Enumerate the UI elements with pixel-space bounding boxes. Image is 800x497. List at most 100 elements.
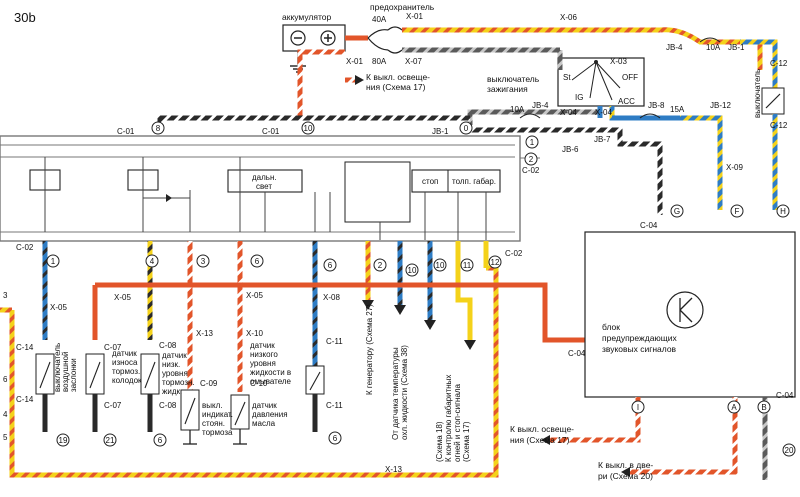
buzzer-label-2: предупреждающих	[602, 333, 678, 343]
pin-8: 8	[156, 124, 161, 133]
ign-off: OFF	[622, 73, 638, 82]
c02-label-2: C-02	[16, 243, 34, 252]
sensor-label-air-damper: выключатель воздушной заслонки	[53, 343, 78, 392]
jb4-label: JB-4	[666, 43, 683, 52]
fuse-80a-label: 80A	[372, 57, 387, 66]
x07-label: X-07	[405, 57, 422, 66]
sensor-label-parking-brake: выкл. индикат. стоян. тормоза	[202, 401, 233, 437]
svg-text:выключатель: выключатель	[53, 343, 62, 392]
c04-label-3: C-04	[776, 391, 794, 400]
temp-sensor-label-1: От датчика температуры	[391, 347, 400, 440]
ground-20: 20	[785, 446, 794, 455]
x06-label: X-06	[560, 13, 577, 22]
x05-label: X-05	[50, 303, 67, 312]
buzzer-out2-1: К выкл. в две-	[598, 460, 653, 470]
sensor-label-oil-pressure: датчик давления масла	[252, 401, 288, 428]
conn-2: 2	[378, 261, 383, 270]
svg-text:датчик: датчик	[162, 351, 187, 360]
light-switch-ref-1: К выкл. освеще-	[366, 72, 430, 82]
c02-label-3: C-02	[505, 249, 523, 258]
c14-label: C-14	[16, 343, 34, 352]
conn-4: 4	[150, 257, 155, 266]
jb1-label-2: JB-1	[432, 127, 449, 136]
high-beam-label-1: дальн.	[252, 173, 277, 182]
svg-text:заслонки: заслонки	[69, 358, 78, 392]
fuse-40a-label: 40A	[372, 15, 387, 24]
x04-label: X-04	[595, 108, 612, 117]
parking-ref-4: (Схема 17)	[462, 421, 471, 462]
pin-a: A	[731, 403, 737, 412]
c04-label: C-04	[640, 221, 658, 230]
jb8-label: JB-8	[648, 101, 665, 110]
buzzer-out1-1: К выкл. освеще-	[510, 424, 574, 434]
conn-10a: 10	[408, 266, 417, 275]
ground-6a: 6	[158, 436, 163, 445]
parking-ref-1: (Схема 18)	[435, 421, 444, 462]
pin-g: G	[674, 207, 680, 216]
c11-label: C-11	[326, 337, 343, 346]
svg-text:индикат.: индикат.	[202, 410, 233, 419]
stop-lamp-indicator	[411, 169, 501, 193]
fuse-title: предохранитель	[370, 2, 435, 12]
c07-label: C-07	[104, 343, 122, 352]
x05-label-3: X-05	[246, 291, 263, 300]
buzzer-out2-2: ри (Схема 20)	[598, 471, 653, 481]
c09-label: C-09	[200, 379, 218, 388]
parking-ref-2: К контролю габаритных	[444, 375, 453, 462]
svg-text:тормозн.: тормозн.	[162, 378, 195, 387]
fuse-10a-label: 10A	[706, 43, 721, 52]
jb7-label: JB-7	[594, 135, 611, 144]
svg-text:низкого: низкого	[250, 350, 278, 359]
conn-10b: 10	[436, 261, 445, 270]
c04-label-2: C-04	[568, 349, 586, 358]
ign-acc: ACC	[618, 97, 635, 106]
sensor-label-brake-pad-wear: датчик износа тормоз. колодок	[112, 349, 142, 385]
left-edge-6: 6	[3, 375, 8, 384]
stop-label: стоп	[422, 177, 438, 186]
conn-6a: 6	[255, 257, 260, 266]
left-edge-4: 4	[3, 410, 8, 419]
pin-f: F	[735, 207, 740, 216]
x01-label-2: X-01	[346, 57, 363, 66]
pin-2: 2	[529, 155, 534, 164]
conn-3: 3	[201, 257, 206, 266]
c08-label: C-08	[159, 341, 177, 350]
x13-label-2: X-13	[385, 465, 402, 474]
conn-6b: 6	[328, 261, 333, 270]
parking-ref-3: огней и стоп-сигнала	[453, 383, 462, 462]
svg-text:масла: масла	[252, 419, 276, 428]
fuse-15a-label: 15A	[670, 105, 685, 114]
buzzer-label-3: звуковых сигналов	[602, 344, 677, 354]
jb6-label: JB-6	[562, 145, 579, 154]
pin-10: 10	[304, 124, 313, 133]
ground-21: 21	[106, 436, 115, 445]
pin-h: H	[780, 207, 786, 216]
conn-11: 11	[463, 261, 472, 270]
svg-text:колодок: колодок	[112, 376, 142, 385]
c14-label-2: C-14	[16, 395, 34, 404]
c01-label: C-01	[117, 127, 135, 136]
ign-ig: IG	[575, 93, 583, 102]
conn-1: 1	[51, 257, 56, 266]
high-beam-label-2: свет	[256, 182, 272, 191]
light-switch-ref-2: ния (Схема 17)	[366, 82, 426, 92]
buzzer-out1-2: ния (Схема 17)	[510, 435, 570, 445]
c12-label-2: C-12	[770, 121, 788, 130]
switch-vertical-label: выключатель	[753, 69, 762, 118]
svg-text:датчик: датчик	[250, 341, 275, 350]
sensor-label-brake-fluid: датчик низк. уровня тормозн. жидк.	[162, 351, 195, 396]
x03-label: X-03	[610, 57, 627, 66]
svg-text:износа: износа	[112, 358, 138, 367]
jb4-label-2: JB-4	[532, 101, 549, 110]
x01-label: X-01	[406, 12, 423, 21]
pin-0: 0	[464, 124, 469, 133]
sensor-label-washer-fluid: датчик низкого уровня жидкости в омывате…	[250, 341, 292, 386]
temp-sensor-label-2: охл. жидкости (Схема 38)	[400, 345, 409, 440]
svg-text:воздушной: воздушной	[61, 352, 70, 392]
to-generator-label: К генератору (Схема 27)	[365, 304, 374, 395]
pin-b: B	[761, 403, 766, 412]
buzzer-label-1: блок	[602, 322, 620, 332]
x10-label: X-10	[246, 329, 263, 338]
conn-12: 12	[491, 258, 500, 267]
